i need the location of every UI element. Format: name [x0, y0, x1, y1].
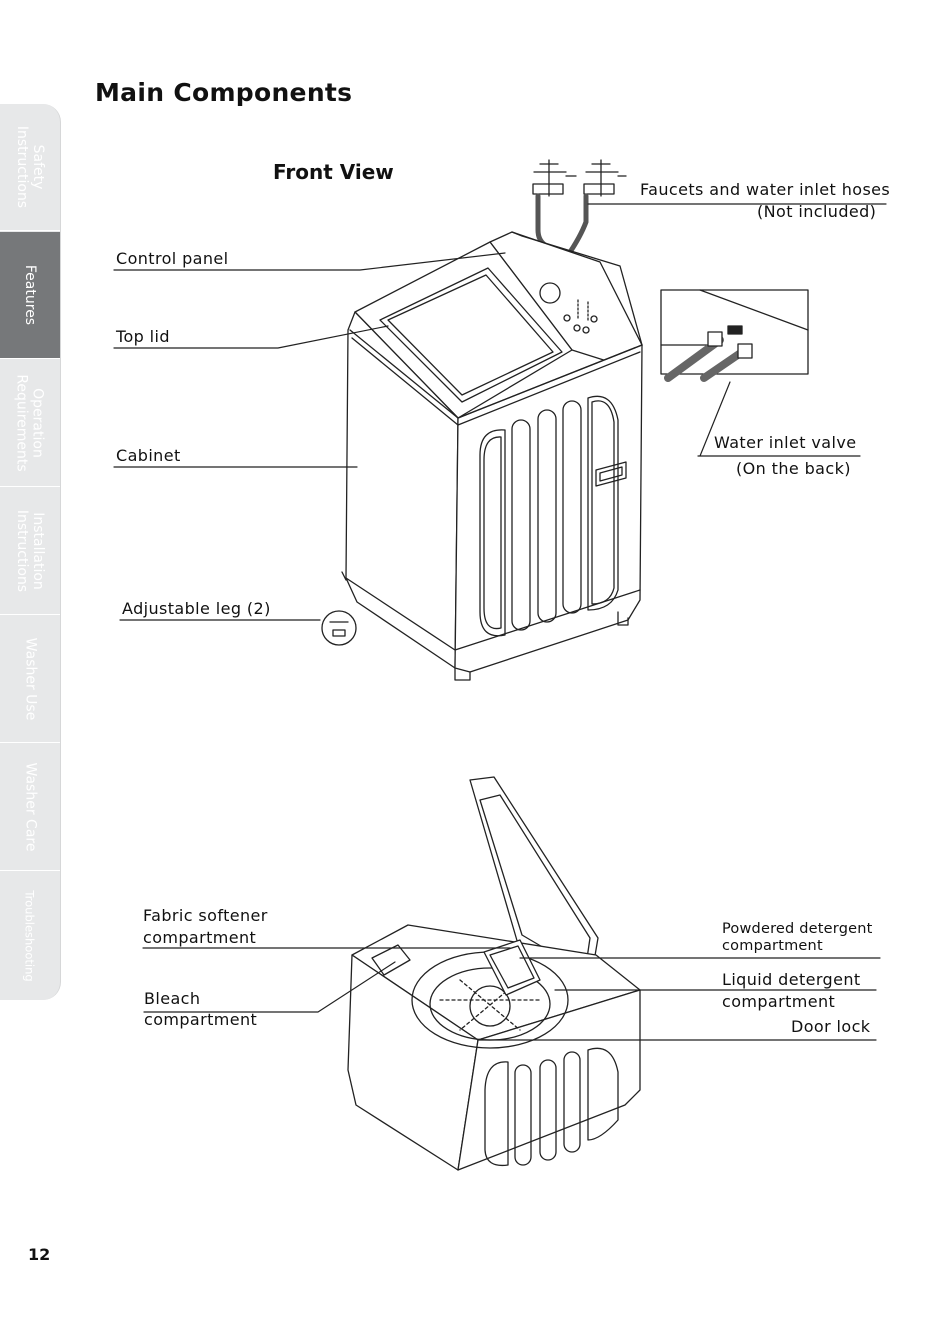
label-water-valve-line2: (On the back) — [736, 459, 851, 478]
tab-washer-use[interactable]: Washer Use — [0, 616, 60, 743]
faucet-icon — [532, 159, 627, 197]
tab-washer-care[interactable]: Washer Care — [0, 744, 60, 871]
tab-installation-instructions[interactable]: Installation Instructions — [0, 488, 60, 615]
front-leader-lines — [113, 203, 887, 621]
page-title: Main Components — [95, 78, 353, 107]
front-view-title: Front View — [273, 160, 394, 184]
label-adjustable-leg: Adjustable leg (2) — [122, 599, 271, 618]
tab-features[interactable]: Features — [0, 232, 60, 359]
label-powdered-line1: Powdered detergent — [722, 921, 873, 937]
label-liquid-line2: compartment — [722, 992, 836, 1011]
label-fabric-softener-line1: Fabric softener — [143, 906, 268, 925]
front-view-washer — [321, 159, 643, 681]
label-faucets-line1: Faucets and water inlet hoses — [640, 180, 891, 199]
label-cabinet: Cabinet — [116, 446, 181, 465]
open-lid-washer — [347, 776, 641, 1171]
label-top-lid: Top lid — [116, 327, 170, 346]
label-bleach-line2: compartment — [144, 1010, 258, 1029]
tab-operation-requirements[interactable]: Operation Requirements — [0, 360, 60, 487]
label-fabric-softener-line2: compartment — [143, 928, 257, 947]
page-number: 12 — [28, 1245, 51, 1264]
label-bleach-line1: Bleach — [144, 989, 201, 1008]
label-control-panel: Control panel — [116, 249, 229, 268]
adjustable-leg-icon — [321, 610, 357, 646]
label-door-lock: Door lock — [791, 1017, 871, 1036]
label-liquid-line1: Liquid detergent — [722, 970, 861, 989]
agitator-icon — [469, 985, 511, 1027]
label-faucets-line2: (Not included) — [757, 202, 877, 221]
label-water-valve-line1: Water inlet valve — [714, 433, 857, 452]
water-inlet-valve-inset — [660, 289, 809, 382]
tab-safety-instructions[interactable]: Safety Instructions — [0, 104, 60, 231]
section-tabs: Safety Instructions Features Operation R… — [0, 104, 61, 1000]
open-leader-lines — [142, 947, 881, 1041]
label-powdered-line2: compartment — [722, 938, 823, 954]
